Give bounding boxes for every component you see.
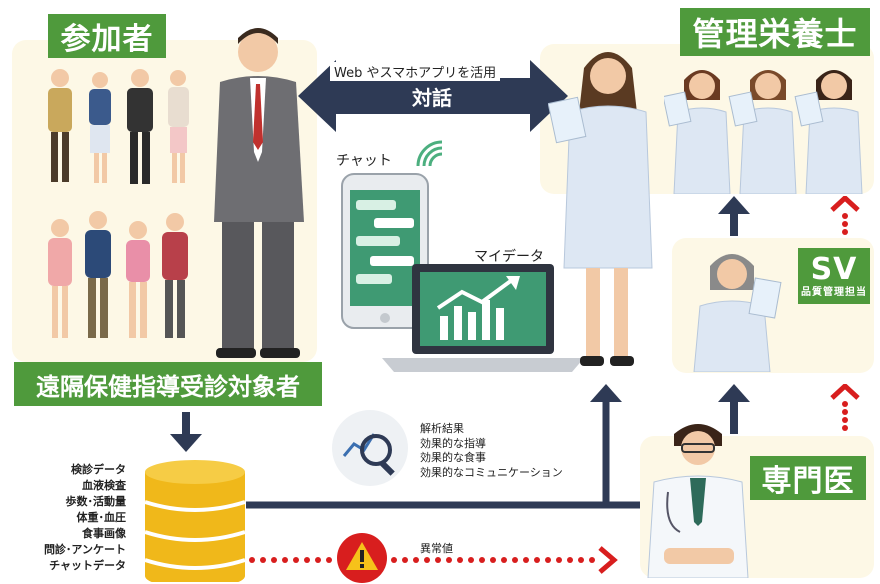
- analysis-magnifier-icon: [332, 410, 408, 486]
- participants-title: 参加者: [48, 14, 166, 58]
- database-item: 食事画像: [82, 527, 126, 540]
- analysis-list: 解析結果 効果的な指導 効果的な食事 効果的なコミュニケーション: [420, 422, 563, 480]
- specialist-title: 専門医: [750, 456, 866, 500]
- participants-subtitle: 遠隔保健指導受診対象者: [14, 362, 322, 406]
- dietitians-illustration: [664, 70, 863, 194]
- dietitian-main-illustration: [548, 52, 653, 366]
- red-dotted-arrow-up-icon: [830, 384, 860, 431]
- dialogue-main-label: 対話: [412, 86, 452, 110]
- database-item: 血液検査: [82, 479, 126, 492]
- person-icon: [162, 213, 188, 338]
- database-item: 問診･アンケート: [43, 543, 126, 556]
- person-icon: [85, 211, 111, 338]
- database-item-list: 検診データ 血液検査 歩数･活動量 体重･血圧 食事画像 問診･アンケート チャ…: [20, 462, 126, 574]
- red-dotted-arrow-up-icon: [830, 196, 860, 235]
- arrow-down-icon: [170, 412, 202, 452]
- person-icon: [728, 70, 797, 194]
- person-icon: [664, 70, 731, 194]
- database-item: 検診データ: [71, 463, 126, 476]
- database-item: 歩数･活動量: [65, 495, 127, 508]
- warning-icon: [337, 533, 387, 583]
- businessman-illustration: [214, 28, 304, 358]
- analysis-item: 効果的な指導: [420, 436, 486, 450]
- arrow-up-icon: [718, 384, 750, 434]
- sv-title: SV: [810, 251, 858, 287]
- database-icon: [144, 460, 246, 582]
- person-icon: [168, 70, 189, 183]
- analysis-item: 解析結果: [420, 422, 464, 435]
- smartphone-icon: [341, 173, 429, 329]
- mydata-label: マイデータ: [474, 249, 544, 265]
- sv-person-illustration: [693, 254, 782, 372]
- person-icon: [89, 72, 111, 183]
- database-item: チャットデータ: [49, 559, 126, 572]
- sv-title-box: SV 品質管理担当: [798, 248, 870, 304]
- abnormal-label: 異常値: [420, 542, 453, 555]
- person-icon: [127, 69, 153, 184]
- analysis-item: 効果的なコミュニケーション: [420, 465, 563, 479]
- dietitians-title: 管理栄養士: [680, 8, 870, 56]
- analysis-item: 効果的な食事: [420, 451, 486, 464]
- specialist-doctor-illustration: [647, 424, 749, 578]
- person-icon: [126, 221, 150, 338]
- person-icon: [48, 219, 72, 338]
- database-item: 体重･血圧: [76, 511, 127, 524]
- participants-illustration: [48, 69, 189, 338]
- arrow-up-icon: [718, 196, 750, 236]
- person-icon: [794, 70, 863, 194]
- laptop-icon: [382, 264, 584, 372]
- sv-subtitle: 品質管理担当: [801, 286, 867, 298]
- chat-label: チャット: [336, 153, 392, 169]
- wifi-icon: [416, 140, 443, 167]
- person-icon: [48, 69, 72, 182]
- dialogue-top-label: Web やスマホアプリを活用: [330, 62, 501, 81]
